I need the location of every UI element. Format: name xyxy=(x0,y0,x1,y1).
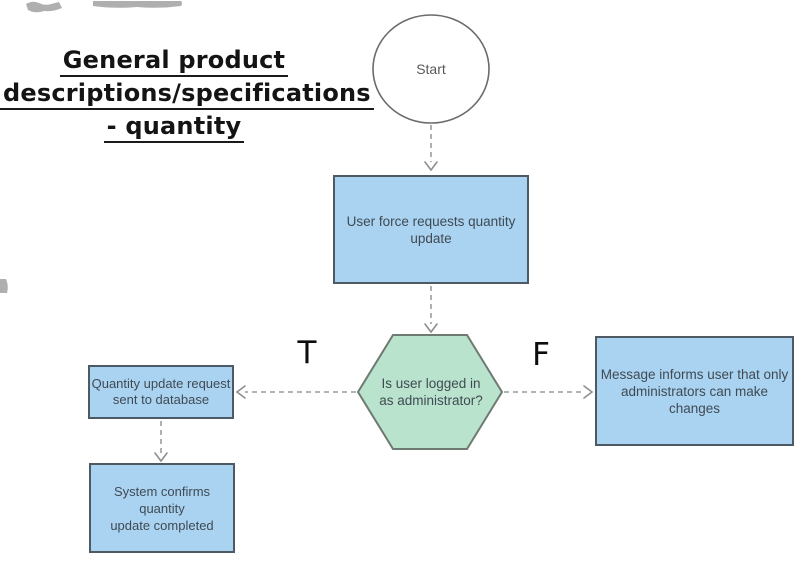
branch-label-true: T xyxy=(297,335,317,371)
arrow-decision-to-database xyxy=(235,385,356,399)
page-title-line3: - quantity xyxy=(103,112,245,143)
arrow-decision-to-message xyxy=(504,385,594,399)
decision-node-label: Is user logged in as administrator? xyxy=(379,376,483,408)
start-node-shape xyxy=(372,14,490,124)
start-node-label: Start xyxy=(416,61,446,77)
arrow-start-to-request xyxy=(424,125,438,172)
arrow-database-to-confirm xyxy=(154,421,168,463)
page-title-line2: descriptions/specifications xyxy=(0,79,374,110)
arrow-request-to-decision xyxy=(424,286,438,334)
decision-node-shape xyxy=(356,334,504,450)
branch-label-false: F xyxy=(532,337,550,373)
page-title: General product descriptions/specificati… xyxy=(0,44,374,143)
scan-artifact-marks xyxy=(0,1,182,293)
process-node-request-update: User force requests quantity update xyxy=(333,175,529,284)
process-node-admin-message: Message informs user that only administr… xyxy=(595,336,794,446)
process-node-confirm-update: System confirms quantity update complete… xyxy=(89,463,235,553)
process-node-send-database: Quantity update request sent to database xyxy=(88,365,234,419)
page-title-line1: General product xyxy=(59,46,289,77)
